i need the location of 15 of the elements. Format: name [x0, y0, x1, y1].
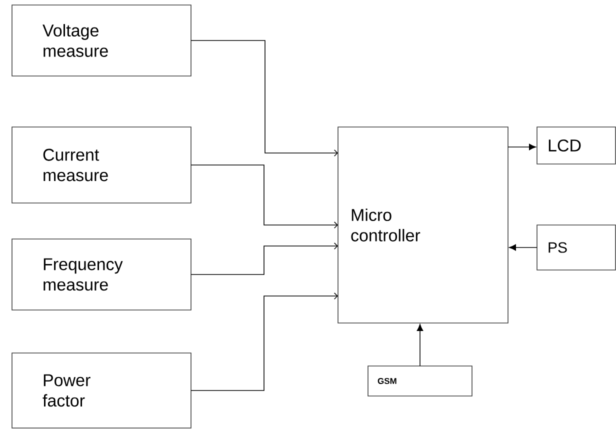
- block-box: Power factor: [12, 352, 192, 428]
- block-box: LCD: [536, 126, 616, 164]
- arrow: [190, 292, 338, 391]
- block-box: Voltage measure: [12, 4, 192, 76]
- block-box: PS: [536, 224, 616, 270]
- arrow: [190, 164, 338, 228]
- block-box: Frequency measure: [12, 238, 192, 310]
- module-box: GSM: [368, 366, 472, 396]
- arrow: [190, 40, 338, 156]
- controller-box: Micro controller: [338, 126, 508, 324]
- arrow: [416, 324, 424, 366]
- block-box: Current measure: [12, 126, 192, 204]
- arrow: [508, 144, 536, 150]
- arrow: [509, 244, 538, 251]
- arrow: [190, 242, 338, 275]
